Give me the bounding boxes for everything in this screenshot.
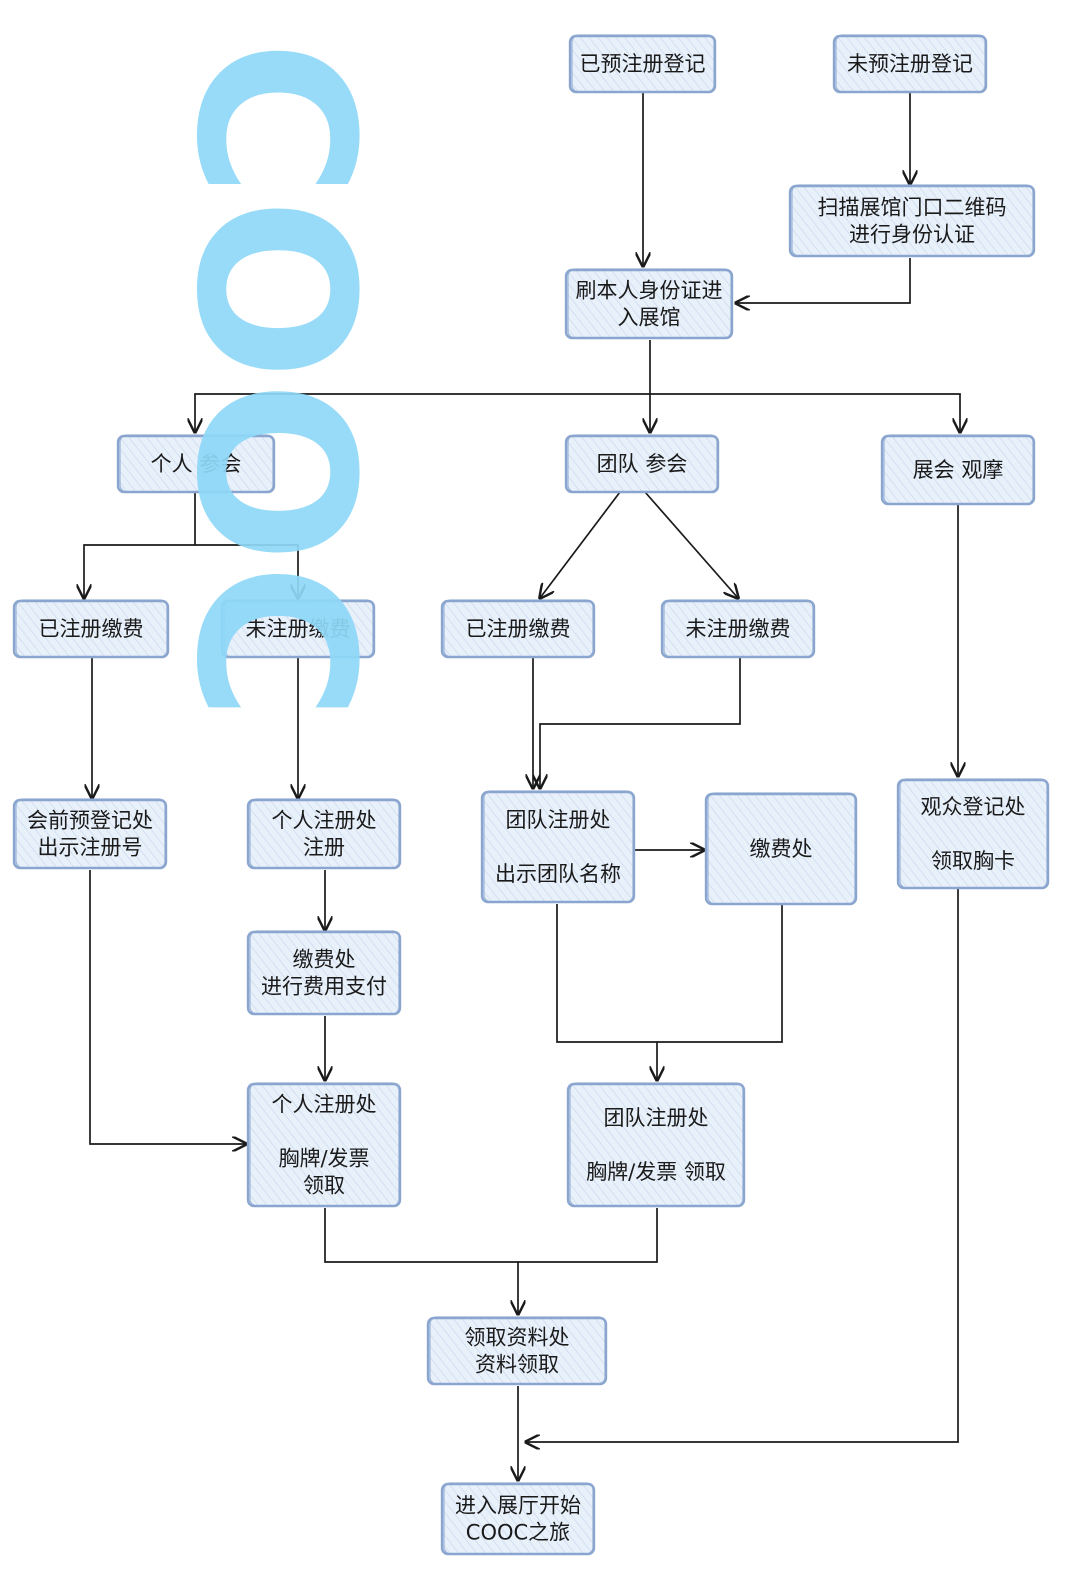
edge-team-to-registered <box>540 491 621 598</box>
node-label: 团队 参会 <box>597 452 688 476</box>
watermark: COOC <box>149 40 400 721</box>
connectors <box>84 92 960 1480</box>
edge-team-badge-to-materials <box>518 1208 658 1263</box>
node-box-outline <box>443 599 594 658</box>
node-box-outline <box>249 930 400 1015</box>
node-box-outline <box>663 599 814 658</box>
node-label: 扫描展馆门口二维码 <box>818 196 1007 220</box>
node-label: 团队注册处 <box>506 808 611 832</box>
node-box-outline <box>15 798 166 869</box>
node-label: 胸牌/发票 领取 <box>586 1160 726 1184</box>
edge-team-unregistered-to-team-reg-desk <box>540 658 741 788</box>
edge-individual-to-unregistered <box>195 544 298 598</box>
node-box-outline <box>223 599 374 658</box>
node-label: 个人注册处 <box>272 809 377 833</box>
node-label: 已预注册登记 <box>580 52 706 76</box>
node-label: 会前预登记处 <box>27 809 153 833</box>
node-label: 领取资料处 <box>465 1326 570 1350</box>
node-box-outline <box>249 798 400 869</box>
node-team: 团队 参会 <box>564 434 720 494</box>
node-label: 胸牌/发票 <box>278 1147 369 1171</box>
node-pre-registered: 已预注册登记 <box>568 34 717 94</box>
node-box-outline <box>249 1082 400 1207</box>
node-label: 缴费处 <box>750 837 813 861</box>
node-label: 注册 <box>303 836 345 860</box>
node-box-outline <box>899 778 1048 889</box>
nodes: 已预注册登记未预注册登记扫描展馆门口二维码进行身份认证刷本人身份证进入展馆个人 … <box>12 34 1050 1556</box>
edge-team-to-unregistered <box>644 491 738 598</box>
node-label: 观众登记处 <box>921 795 1026 819</box>
node-visitor: 展会 观摩 <box>880 434 1036 506</box>
node-ind-registered-paid: 已注册缴费 <box>12 599 170 659</box>
node-box-outline <box>443 1482 594 1555</box>
edge-ind-badge-to-materials <box>324 1208 518 1314</box>
node-label: COOC之旅 <box>466 1521 570 1545</box>
node-label: 个人 参会 <box>151 452 242 476</box>
node-not-pre-registered: 未预注册登记 <box>832 34 988 94</box>
node-ind-unregistered: 未注册缴费 <box>220 599 376 659</box>
node-label: 领取 <box>303 1174 345 1198</box>
node-label: 未预注册登记 <box>847 52 973 76</box>
node-box-outline <box>15 599 168 658</box>
node-label: 进行身份认证 <box>849 223 975 247</box>
node-label: 进行费用支付 <box>261 975 387 999</box>
node-box-outline <box>567 434 718 493</box>
node-payment-desk-team: 缴费处 <box>704 792 858 906</box>
node-label: 资料领取 <box>475 1353 559 1377</box>
edge-visitor-desk-to-enter-hall <box>526 888 959 1442</box>
node-box-outline <box>835 34 986 93</box>
node-box <box>246 930 402 1016</box>
node-box-outline <box>707 792 856 905</box>
node-box-outline <box>569 1082 744 1207</box>
node-box-outline <box>883 434 1034 505</box>
watermark-text: COOC <box>149 40 400 721</box>
node-label: 出示注册号 <box>38 836 143 860</box>
edge-pre-reg-desk-to-ind-badge <box>89 870 246 1144</box>
node-enter-hall: 进入展厅开始 COOC之旅 <box>440 1482 596 1556</box>
node-box-outline <box>791 184 1034 257</box>
node-box-outline <box>567 268 732 339</box>
node-label: 出示团队名称 <box>495 862 621 886</box>
edge-swipe-id-to-visitor <box>650 393 960 432</box>
node-team-unregistered: 未注册缴费 <box>660 599 816 659</box>
node-box-outline <box>483 790 634 903</box>
node-label: 已注册缴费 <box>466 617 571 641</box>
node-label: 未注册缴费 <box>686 617 791 641</box>
node-team-registered-paid: 已注册缴费 <box>440 599 596 659</box>
node-box-outline <box>571 34 715 93</box>
node-box-outline <box>429 1316 606 1385</box>
edge-swipe-id-to-individual <box>195 340 651 432</box>
node-label: 团队注册处 <box>604 1106 709 1130</box>
node-label: 刷本人身份证进 <box>576 279 723 303</box>
node-label: 缴费处 <box>293 948 356 972</box>
node-box-outline <box>119 434 274 493</box>
node-box <box>566 1082 746 1208</box>
node-label: 已注册缴费 <box>39 617 144 641</box>
edge-individual-to-registered <box>84 492 196 598</box>
node-label: 未注册缴费 <box>246 617 351 641</box>
edge-scan-qr-to-swipe-id <box>736 258 911 303</box>
node-label: 入展馆 <box>618 306 681 330</box>
node-label: 领取胸卡 <box>931 849 1015 873</box>
node-label: 个人注册处 <box>272 1093 377 1117</box>
edge-team-desks-merge <box>556 904 783 1043</box>
node-individual: 个人 参会 <box>116 434 276 494</box>
node-label: 进入展厅开始 <box>455 1494 581 1518</box>
node-label: 展会 观摩 <box>913 458 1004 482</box>
